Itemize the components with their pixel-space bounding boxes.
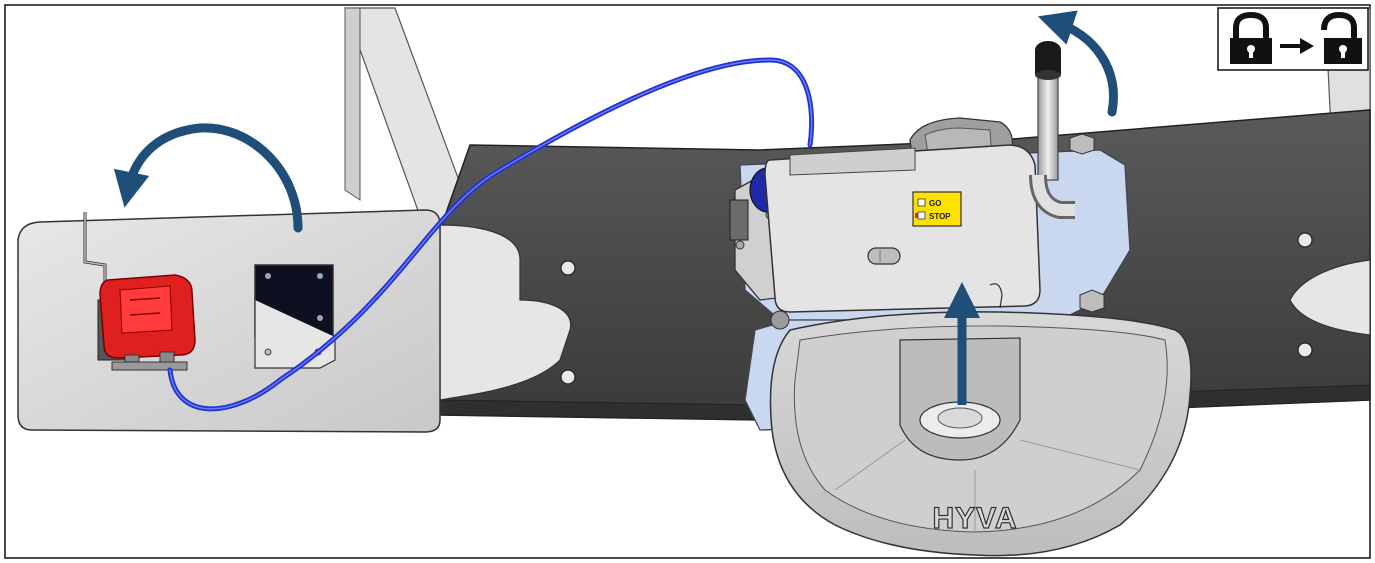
lock-unlock-legend [1217,7,1369,71]
stop-indicator-box [917,211,926,220]
rotate-handle-arrow [1037,10,1118,117]
lock-closed-icon [1230,11,1272,64]
rotate-plate-arrow [113,123,303,233]
bolt [1079,289,1105,313]
red-valve [97,274,196,371]
beam-hole [560,260,576,276]
beam-hole [560,369,576,385]
beam-hole [1297,342,1313,358]
plate-slot [867,247,901,265]
mounting-plate [17,209,441,433]
go-label: GO [929,199,941,208]
hose-bracket [254,264,336,369]
brand-logo: HYVA [932,502,1017,535]
lock-open-icon [1321,11,1362,64]
beam-hole [1297,232,1313,248]
arrow-right-icon [1280,38,1314,54]
hitch-funnel: HYVA [769,311,1192,557]
go-indicator-box [917,198,926,207]
go-stop-indicator: GO STOP [912,191,962,227]
stop-label: STOP [929,212,951,221]
bolt [1069,133,1095,155]
